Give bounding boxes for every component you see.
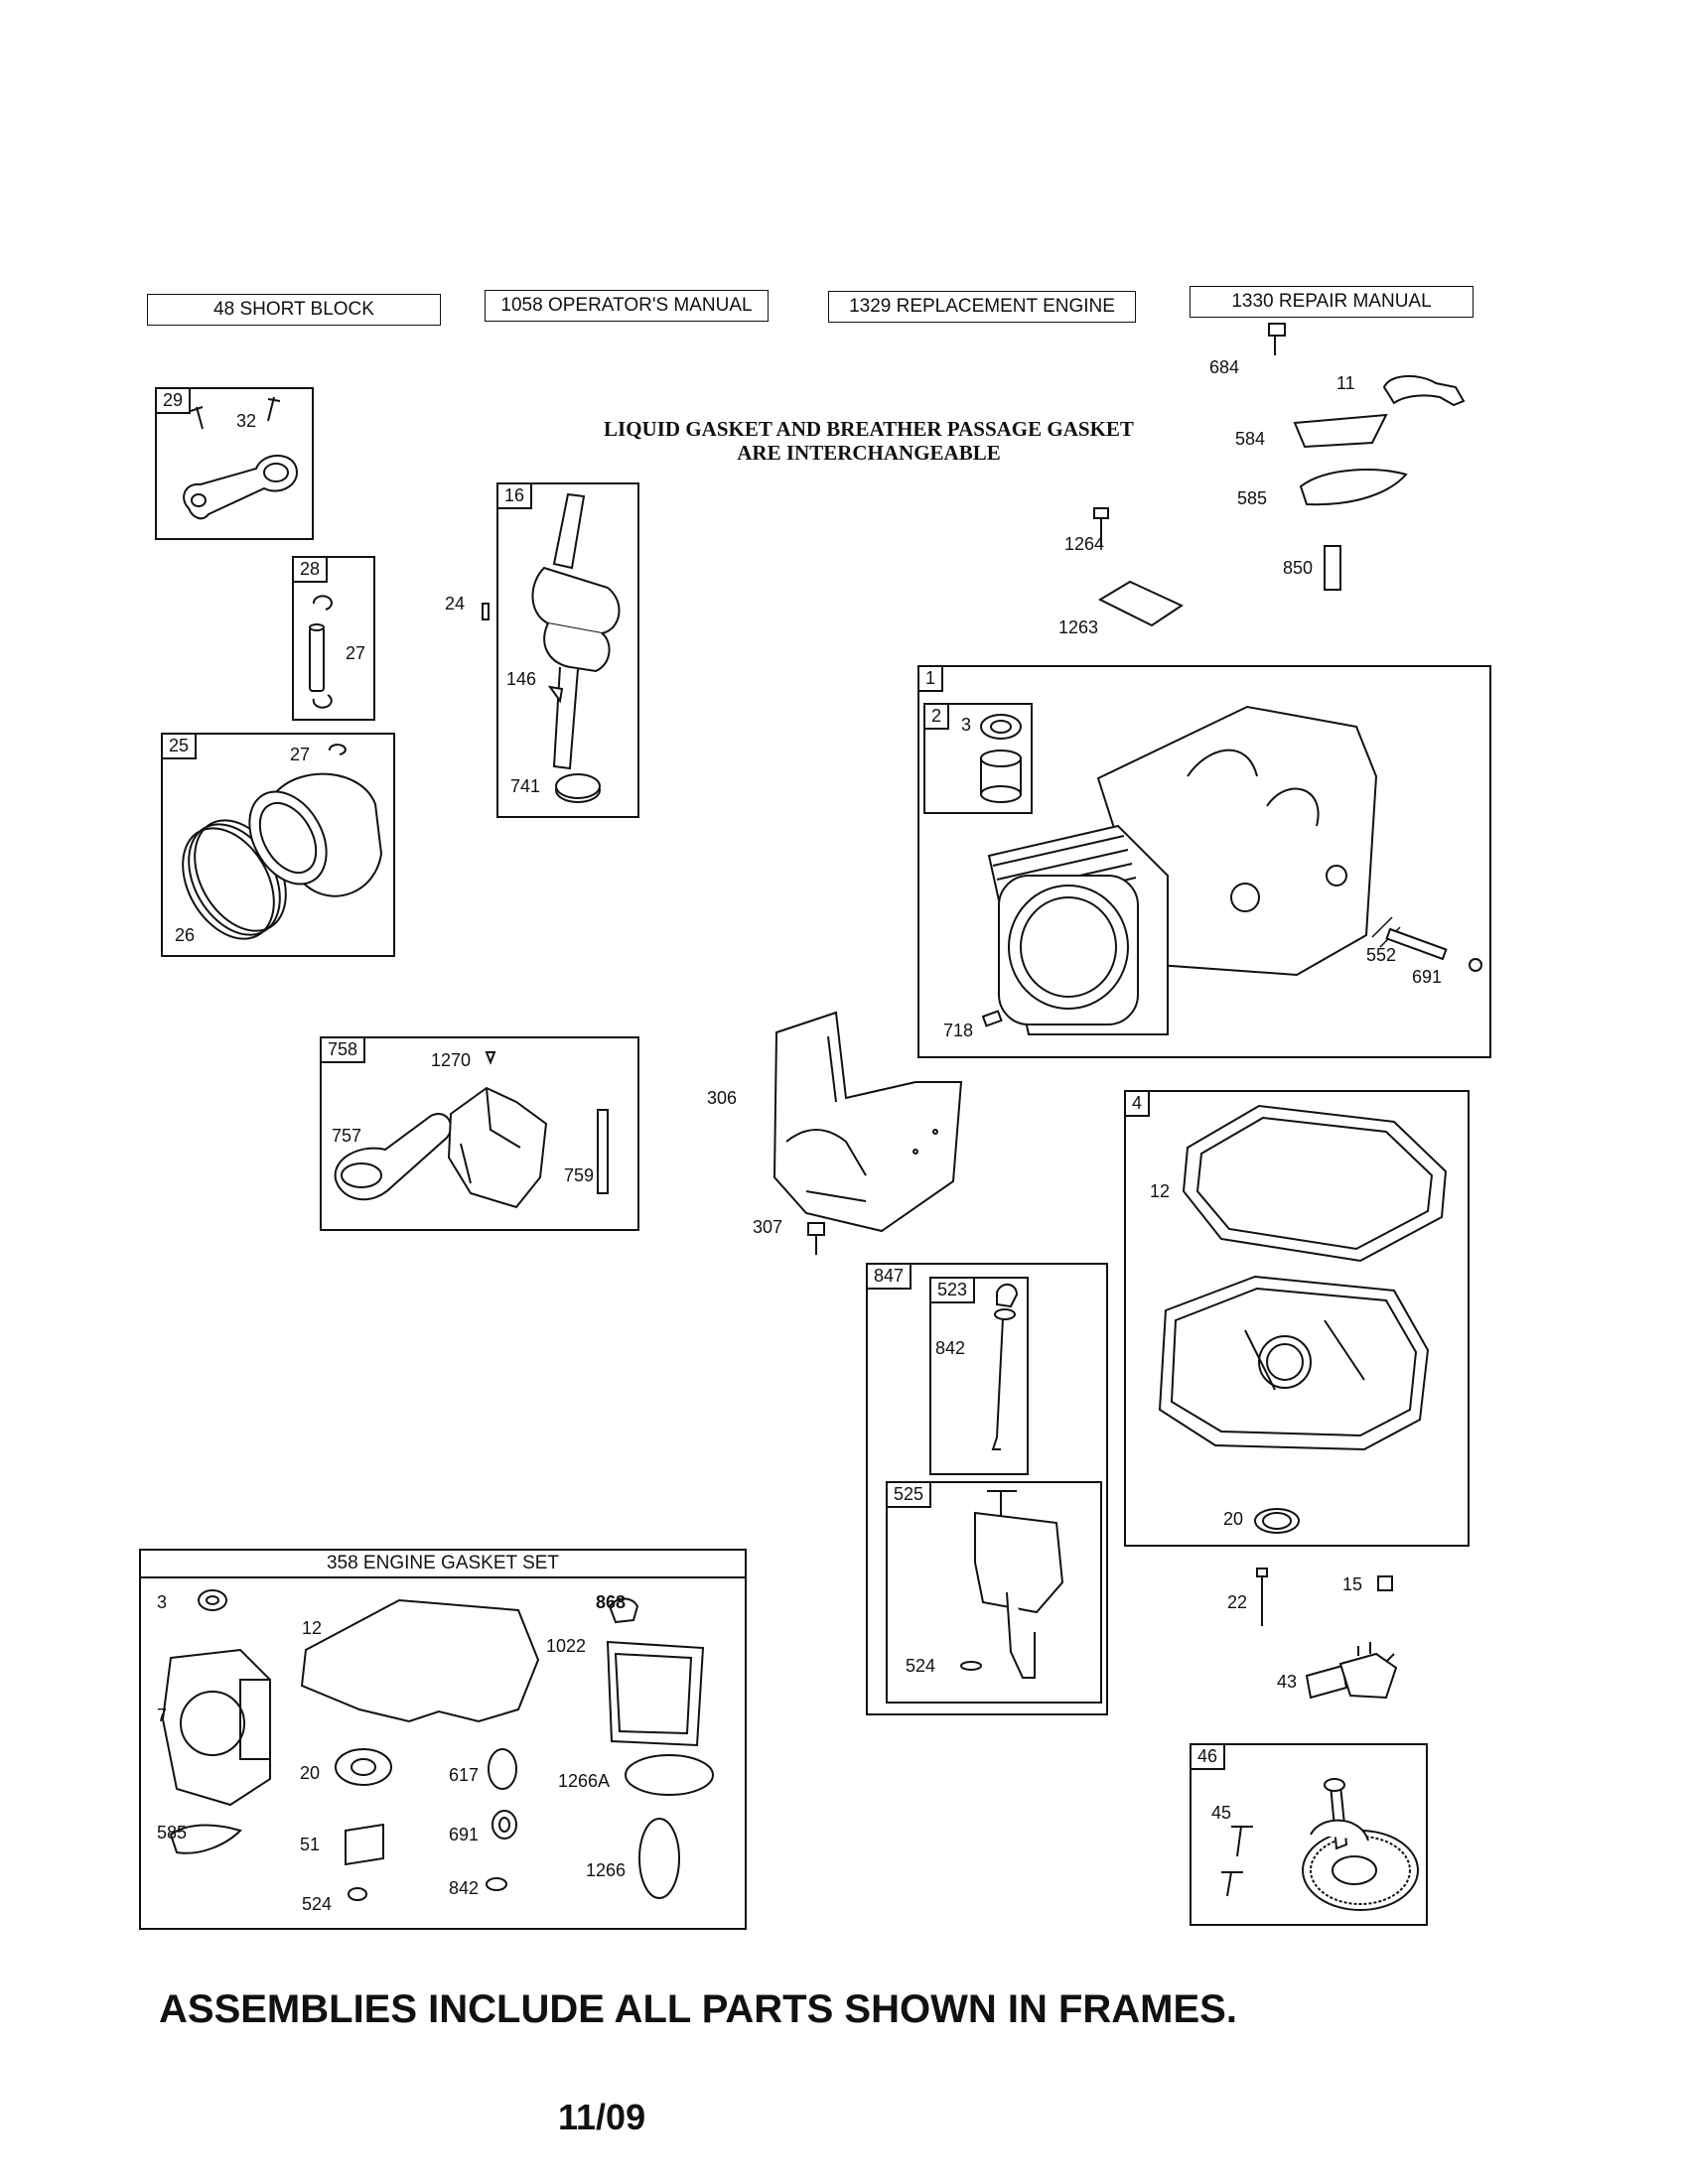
part-label: 759 [564, 1165, 595, 1185]
interchangeable-notice: LIQUID GASKET AND BREATHER PASSAGE GASKE… [536, 417, 1201, 465]
frame-dipstick: 523 842 [929, 1277, 1029, 1475]
part-label: 27 [290, 745, 311, 764]
part-label: 617 [449, 1765, 480, 1785]
part-label: 850 [1283, 558, 1314, 578]
header-repair-manual: 1330 REPAIR MANUAL [1190, 286, 1474, 318]
governor-drawing [322, 1038, 637, 1229]
sump-drawing [1126, 1092, 1468, 1545]
notice-line-1: LIQUID GASKET AND BREATHER PASSAGE GASKE… [604, 417, 1134, 441]
frame-tag: 523 [931, 1279, 976, 1303]
part-label: 691 [449, 1825, 480, 1844]
frame-piston-pin: 28 27 [292, 556, 375, 721]
frame-tag: 758 [322, 1038, 366, 1063]
breather-parts-drawing [1092, 318, 1489, 645]
frame-tube: 525 524 [886, 1481, 1102, 1704]
part-label: 552 [1366, 945, 1397, 965]
part-label: 1022 [546, 1636, 587, 1656]
frame-engine-gasket-set: 358 ENGINE GASKET SET 3 12 868 1022 7 20… [139, 1549, 747, 1930]
part-label: 11 [1336, 373, 1355, 393]
frame-tag: 847 [868, 1265, 912, 1290]
frame-crankshaft: 16 24 146 741 [445, 482, 639, 818]
frame-tag: 1 [919, 667, 944, 692]
frame-connecting-rod: 29 32 [155, 387, 314, 540]
part-label: 307 [753, 1217, 783, 1237]
frame-tag: 4 [1126, 1092, 1151, 1117]
part-label: 43 [1277, 1672, 1298, 1692]
piston-pin-drawing [294, 558, 373, 719]
part-label: 306 [707, 1088, 738, 1108]
part-label: 584 [1235, 429, 1266, 449]
part-label: 26 [175, 925, 196, 945]
part-label: 1270 [431, 1050, 472, 1070]
frame-camshaft: 46 45 [1190, 1743, 1428, 1926]
part-label: 146 [506, 669, 537, 689]
tube-drawing [888, 1483, 1100, 1702]
frame-tag: 525 [888, 1483, 932, 1508]
part-label: 22 [1227, 1592, 1248, 1612]
part-label: 1266A [558, 1771, 611, 1791]
part-label: 684 [1209, 357, 1240, 377]
part-label: 7 [157, 1706, 168, 1725]
part-label: 585 [157, 1823, 188, 1843]
gasket-set-title: 358 ENGINE GASKET SET [141, 1551, 745, 1578]
part-label: 45 [1211, 1803, 1232, 1823]
part-label: 1264 [1064, 534, 1105, 554]
frame-dipstick-group: 847 523 842 525 524 [866, 1263, 1108, 1715]
part-label: 757 [332, 1126, 362, 1146]
part-label: 585 [1237, 488, 1268, 508]
frame-tag: 25 [163, 735, 198, 759]
frame-tag: 2 [925, 705, 950, 730]
part-label: 842 [935, 1338, 966, 1358]
crankshaft-drawing [498, 484, 637, 816]
frame-governor: 758 1270 757 759 [320, 1036, 639, 1231]
cylinder-block-drawing [919, 667, 1489, 1056]
part-label: 32 [236, 411, 257, 431]
frame-bearing: 2 3 [923, 703, 1033, 814]
header-replacement-engine: 1329 REPLACEMENT ENGINE [828, 291, 1136, 323]
part-label: 524 [302, 1894, 333, 1914]
part-label: 3 [961, 715, 972, 735]
part-label: 20 [300, 1763, 321, 1783]
notice-line-2: ARE INTERCHANGEABLE [737, 441, 1001, 465]
gasket-set-drawing [141, 1551, 745, 1928]
frame-tag: 46 [1192, 1745, 1226, 1770]
frame-tag: 29 [157, 389, 192, 414]
header-operators-manual: 1058 OPERATOR'S MANUAL [485, 290, 769, 322]
header-short-block: 48 SHORT BLOCK [147, 294, 441, 326]
part-label: 51 [300, 1835, 321, 1854]
part-label: 20 [1223, 1509, 1244, 1529]
frame-cylinder: 1 2 3 552 691 718 [917, 665, 1491, 1058]
connecting-rod-drawing [157, 389, 312, 538]
part-label: 868 [596, 1592, 627, 1612]
part-label: 15 [1342, 1574, 1363, 1594]
part-label: 691 [1412, 967, 1443, 987]
part-label: 24 [445, 594, 466, 614]
frame-tag: 16 [498, 484, 533, 509]
camshaft-drawing [1221, 1745, 1426, 1924]
part-label: 718 [943, 1021, 974, 1040]
date-code: 11/09 [558, 2097, 646, 2137]
part-label: 12 [1150, 1181, 1171, 1201]
shroud-drawing [747, 1003, 965, 1261]
frame-tag: 28 [294, 558, 329, 583]
part-label: 12 [302, 1618, 323, 1638]
part-label: 1266 [586, 1860, 627, 1880]
part-label: 1263 [1058, 617, 1099, 637]
part-label: 524 [906, 1656, 936, 1676]
part-label: 3 [157, 1592, 168, 1612]
bearing-drawing [925, 705, 1031, 812]
frame-sump: 4 12 20 [1124, 1090, 1470, 1547]
sump-hardware-drawing [1247, 1559, 1416, 1707]
frame-piston: 25 27 26 [161, 733, 395, 957]
part-label: 27 [346, 643, 366, 663]
dipstick-drawing [931, 1279, 1027, 1473]
part-label: 741 [510, 776, 541, 796]
part-label: 842 [449, 1878, 480, 1898]
assemblies-note: ASSEMBLIES INCLUDE ALL PARTS SHOWN IN FR… [159, 1987, 1237, 2031]
piston-drawing [163, 735, 393, 955]
